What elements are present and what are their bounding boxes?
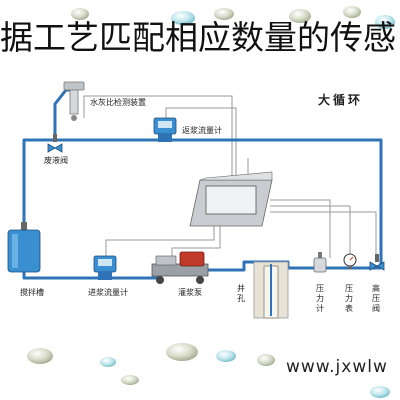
- pebble: [121, 375, 139, 385]
- pressure-sensor-unit: [313, 252, 327, 273]
- water-cement-detector-label: 水灰比检测装置: [90, 98, 146, 107]
- waste-valve-unit: [47, 134, 63, 153]
- signal-wire: [270, 199, 331, 258]
- return-flowmeter-label: 返浆流量计: [182, 126, 222, 135]
- return-pipe: [22, 138, 383, 266]
- pebble: [375, 15, 395, 29]
- pebble: [71, 8, 89, 20]
- signal-wire: [105, 226, 215, 256]
- headline: 据工艺匹配相应数量的传感: [0, 18, 396, 57]
- drain-pipe: [53, 88, 72, 140]
- pebble: [289, 9, 311, 23]
- pebble: [166, 343, 198, 361]
- borehole-label: 井孔: [237, 284, 245, 303]
- pebble: [100, 357, 116, 367]
- pebble: [343, 6, 361, 18]
- pebble: [214, 8, 234, 20]
- loop-title: 大循环: [318, 93, 364, 107]
- grout-pump-label: 灌浆泵: [178, 288, 202, 297]
- pebble: [171, 11, 195, 25]
- signal-wires: [83, 95, 377, 262]
- pebble: [257, 354, 275, 366]
- pressure-sensor-label: 压力计: [316, 284, 324, 313]
- water-cement-detector-unit: [63, 81, 85, 121]
- return-flowmeter-unit: [153, 117, 177, 142]
- signal-wire: [171, 226, 221, 256]
- signal-wire: [270, 205, 351, 254]
- feed-pipe: [22, 268, 158, 280]
- high-pressure-valve-unit: [369, 254, 385, 271]
- pressure-gauge-unit: [343, 253, 357, 269]
- watermark: www.jxwlw: [286, 357, 388, 377]
- signal-wire: [83, 95, 233, 180]
- pressure-gauge-label: 压力表: [345, 284, 353, 313]
- inlet-flowmeter-unit: [93, 255, 117, 280]
- signal-wire: [270, 211, 377, 262]
- data-terminal-unit: [189, 171, 273, 227]
- mixing-tank-unit: [7, 222, 41, 273]
- pebble: [27, 348, 53, 364]
- inlet-flowmeter-label: 进浆流量计: [88, 288, 128, 297]
- mixing-tank-label: 搅拌槽: [20, 288, 44, 297]
- high-pressure-valve-label: 高压阀: [372, 284, 380, 313]
- grout-pump-unit: [151, 251, 209, 284]
- pebble: [370, 386, 390, 398]
- waste-valve-label: 废液阀: [44, 156, 68, 165]
- borehole-unit: [253, 261, 289, 319]
- pebble: [216, 350, 236, 362]
- signal-wire: [165, 107, 237, 180]
